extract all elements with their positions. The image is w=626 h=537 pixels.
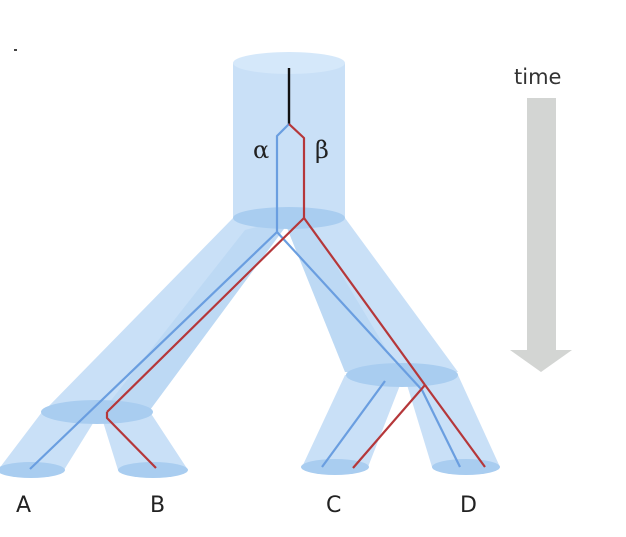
species-leaf-c-cap (301, 459, 369, 475)
gene-beta-to-cd (303, 217, 426, 386)
time-arrow (510, 98, 572, 372)
species-leaf-b-branch (100, 412, 188, 470)
gene-beta-to-b (105, 412, 157, 469)
gene-alpha-trunk (275, 123, 290, 232)
gene-alpha-to-d (421, 389, 461, 468)
leaf-label-a: A (16, 493, 31, 518)
gene-beta-to-d (424, 384, 486, 468)
gene-alpha-to-cd (276, 231, 423, 391)
gene-beta-to-ab (106, 217, 305, 413)
gene-tree (29, 68, 486, 470)
gene-alpha-to-c (321, 380, 386, 468)
species-branch-ab-shade (105, 218, 292, 410)
species-leaf-b-cap (118, 462, 188, 478)
gene-beta-trunk (288, 123, 306, 218)
leaf-label-c: C (326, 493, 341, 518)
species-root-bottom-cap (233, 207, 345, 229)
species-leaf-c-branch (302, 375, 404, 467)
leaf-label-d: D (460, 493, 477, 518)
species-root-trunk (233, 63, 345, 218)
gene-beta-to-c (352, 384, 426, 469)
stray-mark (14, 49, 17, 51)
leaf-label-b: B (150, 493, 165, 518)
species-leaf-a-cap (0, 462, 65, 478)
time-axis: time (510, 65, 572, 372)
gene-beta-label: β (315, 136, 329, 164)
species-ab-node-cap (41, 400, 153, 424)
species-cd-node-cap (346, 363, 458, 387)
time-label: time (514, 65, 561, 89)
gene-alpha-to-a (29, 231, 278, 470)
species-root-top-cap (233, 52, 345, 74)
gene-alpha-label: α (253, 136, 269, 164)
species-tree (0, 52, 500, 478)
species-leaf-d-cap (432, 459, 500, 475)
